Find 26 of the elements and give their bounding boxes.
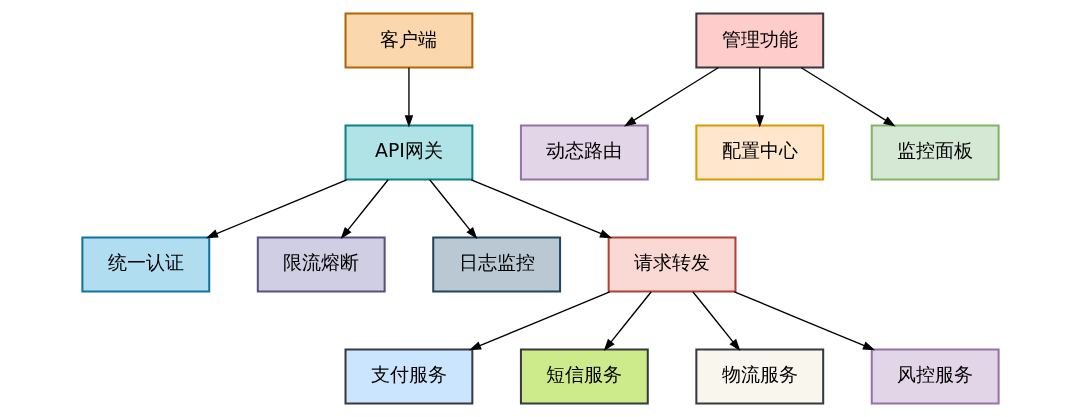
node-box: 客户端 [344, 12, 473, 69]
node-box: API网关 [344, 124, 473, 181]
node-box: 支付服务 [344, 348, 473, 405]
node-box: 限流熔断 [256, 236, 386, 293]
arrow [623, 67, 719, 127]
arrow [468, 291, 610, 351]
node-box: 管理功能 [694, 12, 824, 69]
arrow [340, 179, 389, 240]
node-box: 统一认证 [80, 236, 210, 293]
node-box: 请求转发 [607, 236, 736, 293]
arrow [691, 291, 740, 352]
node-box: 短信服务 [519, 348, 649, 405]
node-box: 监控面板 [870, 124, 1000, 181]
node-box: 风控服务 [870, 348, 1000, 405]
arrow [733, 291, 875, 351]
arrow [205, 179, 347, 239]
arrow [428, 179, 477, 239]
node-box: 动态路由 [519, 124, 649, 181]
arrow [470, 179, 612, 239]
arrow [404, 67, 413, 128]
node-box: 配置中心 [694, 124, 824, 181]
arrow [800, 67, 896, 127]
node-box: 日志监控 [431, 236, 561, 293]
arrow [755, 67, 764, 128]
node-box: 物流服务 [694, 348, 824, 405]
arrow [603, 291, 652, 351]
